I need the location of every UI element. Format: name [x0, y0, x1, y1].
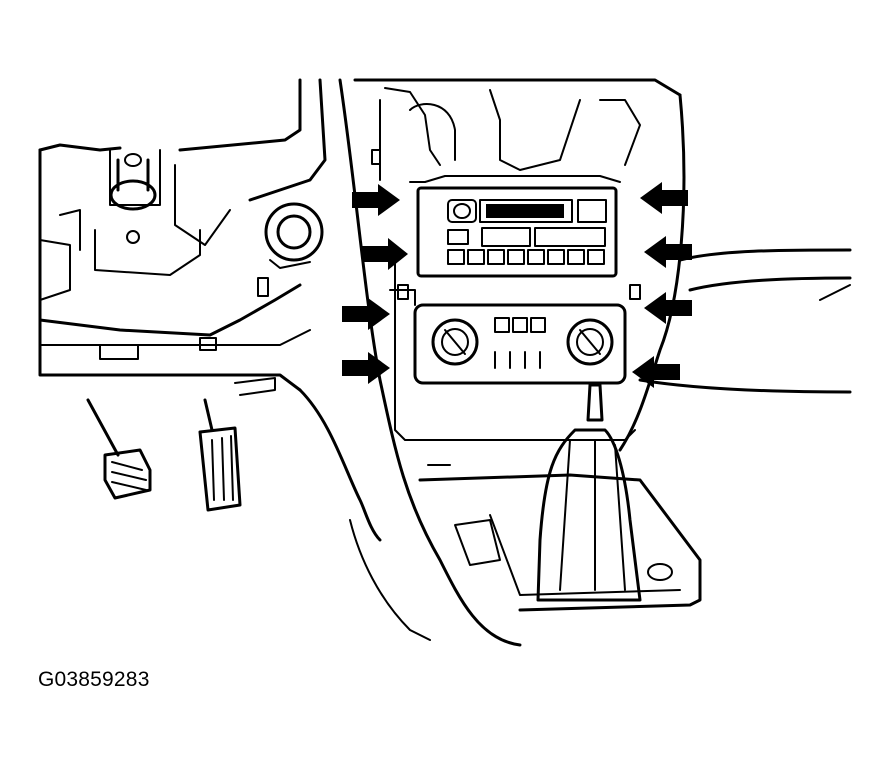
callout-arrow-left-1 — [352, 184, 400, 216]
gear-shift-boot — [536, 383, 642, 602]
ignition-switch — [264, 202, 324, 269]
callout-arrow-right-1 — [640, 182, 688, 214]
left-dashboard — [38, 78, 327, 396]
callout-arrow-right-2 — [644, 236, 692, 268]
climate-control-panel — [389, 284, 641, 385]
callout-arrow-left-4 — [342, 352, 390, 384]
callout-arrow-right-3 — [644, 292, 692, 324]
center-console — [298, 78, 702, 647]
figure-id-label: G03859283 — [38, 668, 150, 691]
callout-arrow-right-4 — [632, 356, 680, 388]
radio-head-unit — [409, 175, 621, 278]
steering-column — [109, 149, 161, 244]
callout-arrow-left-2 — [362, 238, 408, 270]
clutch-pedal — [86, 398, 152, 500]
passenger-dash — [638, 248, 852, 394]
callout-arrow-left-3 — [342, 298, 390, 330]
brake-pedal — [198, 398, 242, 512]
